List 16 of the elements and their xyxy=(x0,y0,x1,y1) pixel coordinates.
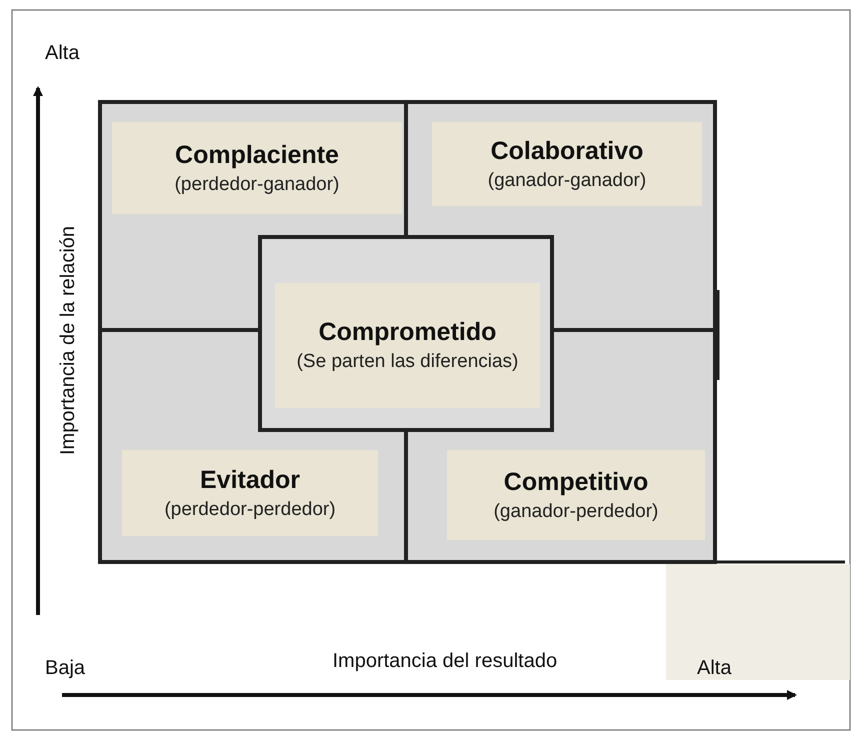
style-heading: Evitador xyxy=(200,466,300,494)
style-description: (perdedor-perdedor) xyxy=(164,498,336,520)
style-heading: Competitivo xyxy=(504,468,648,496)
style-heading: Colaborativo xyxy=(490,136,644,166)
blank-panel xyxy=(666,564,850,680)
style-description: (ganador-perdedor) xyxy=(494,500,658,522)
axis-end-label: Baja xyxy=(45,657,86,680)
style-description: (perdedor-ganador) xyxy=(174,174,340,196)
style-description: (Se parten las diferencias) xyxy=(296,351,518,373)
axis-title: Importancia de la relación xyxy=(56,226,80,454)
style-description: (ganador-ganador) xyxy=(488,170,646,192)
axis-end-label: Alta xyxy=(45,42,80,65)
axis-title: Importancia del resultado xyxy=(332,650,558,673)
style-heading: Comprometido xyxy=(318,318,496,347)
axis-end-label: Alta xyxy=(697,657,732,680)
style-heading: Complaciente xyxy=(175,140,339,170)
